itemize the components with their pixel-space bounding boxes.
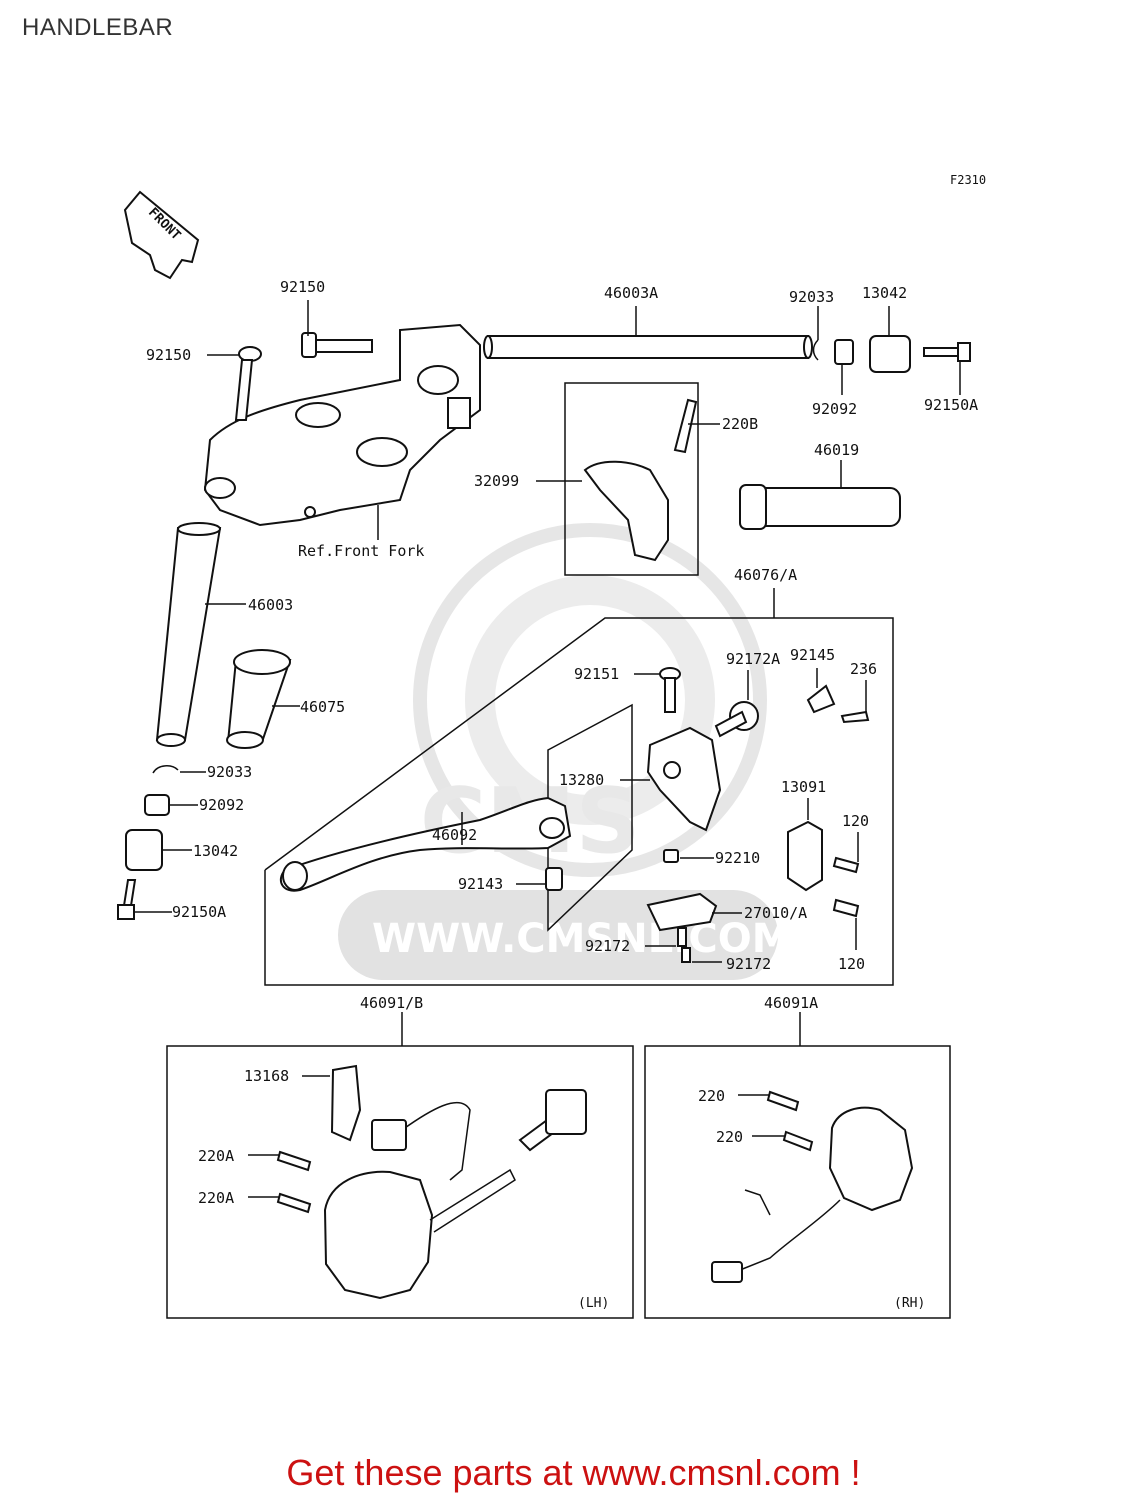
callout-92092-top: 92092 xyxy=(812,400,857,418)
lever-holder-13280 xyxy=(646,726,722,832)
callout-92172-b: 92172 xyxy=(726,955,771,973)
callout-92210: 92210 xyxy=(715,849,760,867)
circlip-92033-top xyxy=(812,339,819,361)
screws-220A xyxy=(276,1150,312,1214)
cover-13168 xyxy=(330,1064,362,1142)
circlip-92033-left xyxy=(152,765,179,774)
label-lh: (LH) xyxy=(578,1296,609,1311)
callout-46092: 46092 xyxy=(432,826,477,844)
callout-92172A: 92172A xyxy=(726,650,780,668)
lh-switch-46091B xyxy=(323,1089,587,1300)
bolt-92151 xyxy=(659,667,681,713)
callout-92143: 92143 xyxy=(458,875,503,893)
callout-92150A-top: 92150A xyxy=(924,396,978,414)
callout-13042-left: 13042 xyxy=(193,842,238,860)
handlebar-pipe-46003A xyxy=(483,335,813,359)
callout-92150-left: 92150 xyxy=(146,346,191,364)
screw-92172 xyxy=(677,927,691,963)
throttle-pulley-32099 xyxy=(583,398,698,562)
callout-220A-a: 220A xyxy=(198,1147,234,1165)
callout-220B: 220B xyxy=(722,415,758,433)
callout-46076A: 46076/A xyxy=(734,566,797,584)
bolt-120-b xyxy=(832,898,860,918)
leader-lines xyxy=(134,300,961,1198)
nut-92210 xyxy=(663,849,679,863)
figure-code: F2310 xyxy=(950,173,986,187)
grip-46019 xyxy=(739,484,901,530)
callout-46003: 46003 xyxy=(248,596,293,614)
callout-92151: 92151 xyxy=(574,665,619,683)
lh-switch-box xyxy=(166,1045,634,1319)
rh-switch-box xyxy=(644,1045,951,1319)
callout-92145: 92145 xyxy=(790,646,835,664)
callout-46091A: 46091A xyxy=(764,994,818,1012)
callout-ref-front-fork: Ref.Front Fork xyxy=(298,542,424,560)
callout-236: 236 xyxy=(850,660,877,678)
callout-120-a: 120 xyxy=(842,812,869,830)
callout-32099: 32099 xyxy=(474,472,519,490)
callout-13280: 13280 xyxy=(559,771,604,789)
cta-link[interactable]: Get these parts at www.cmsnl.com ! xyxy=(286,1452,861,1493)
collar-92092-top xyxy=(834,339,854,365)
upper-triple-clamp xyxy=(203,323,481,527)
callout-92150-top: 92150 xyxy=(280,278,325,296)
callout-92172-a: 92172 xyxy=(585,937,630,955)
spring-92145 xyxy=(806,684,836,714)
bolt-92150A-left xyxy=(117,879,137,920)
screw-236 xyxy=(840,710,870,724)
callout-46003A: 46003A xyxy=(604,284,658,302)
callout-120-b: 120 xyxy=(838,955,865,973)
callout-13091: 13091 xyxy=(781,778,826,796)
screws-220 xyxy=(766,1090,814,1152)
callout-46019: 46019 xyxy=(814,441,859,459)
bolt-92150A-top xyxy=(923,342,971,362)
collar-92143 xyxy=(545,867,563,891)
watermark-url: WWW.CMSNL.COM xyxy=(372,916,792,962)
callout-46075: 46075 xyxy=(300,698,345,716)
bolt-92150-left xyxy=(234,346,262,421)
weight-13042-left xyxy=(125,829,163,871)
weight-13042-top xyxy=(869,335,911,373)
callout-13168: 13168 xyxy=(244,1067,289,1085)
callout-220-b: 220 xyxy=(716,1128,743,1146)
throttle-box xyxy=(564,382,699,576)
callout-92033-left: 92033 xyxy=(207,763,252,781)
clutch-lever-box xyxy=(264,617,894,986)
clamp-13091 xyxy=(787,820,823,892)
switch-27010A xyxy=(646,892,718,932)
callout-27010A: 27010/A xyxy=(744,904,807,922)
lever-46092 xyxy=(280,796,572,892)
label-rh: (RH) xyxy=(894,1296,925,1311)
adjuster-92172A xyxy=(714,701,759,738)
callout-92150A-left: 92150A xyxy=(172,903,226,921)
callout-220-a: 220 xyxy=(698,1087,725,1105)
callout-92033-top: 92033 xyxy=(789,288,834,306)
callout-220A-b: 220A xyxy=(198,1189,234,1207)
callout-92092-left: 92092 xyxy=(199,796,244,814)
callout-13042-top: 13042 xyxy=(862,284,907,302)
front-arrow-icon xyxy=(123,190,200,280)
collar-92092-left xyxy=(144,794,170,816)
handlebar-pipe-46003 xyxy=(155,522,222,747)
bolt-92150-top xyxy=(301,332,373,358)
bolt-120-a xyxy=(832,856,860,874)
rh-switch-46091A xyxy=(711,1106,914,1283)
callout-46091B: 46091/B xyxy=(360,994,423,1012)
grip-46075 xyxy=(226,649,292,749)
page-title: HANDLEBAR xyxy=(22,14,174,41)
